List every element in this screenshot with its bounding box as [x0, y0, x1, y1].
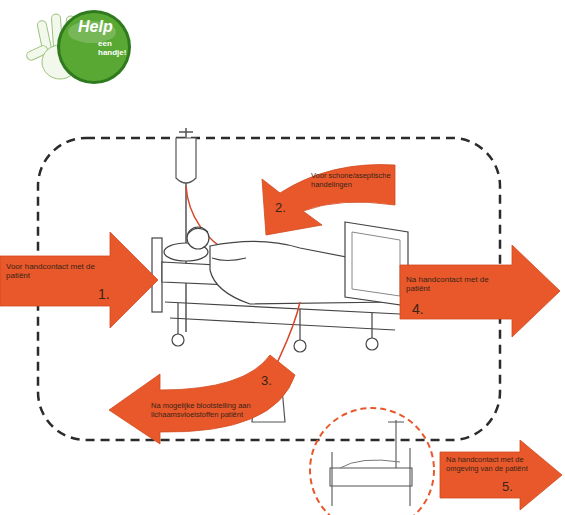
wheel — [172, 334, 184, 346]
logo-subtitle: een handje! — [98, 39, 132, 57]
node-outline — [105, 350, 295, 445]
arrow-shape — [440, 440, 562, 510]
moment-label: Na mogelijke blootstelling aan lichaamsv… — [151, 402, 277, 419]
environment-circle — [310, 408, 434, 515]
bed-legs — [178, 303, 372, 340]
node-outline — [440, 440, 562, 510]
small-bed — [330, 468, 412, 486]
moment-number: 5. — [502, 480, 524, 495]
patient-head — [187, 227, 209, 249]
moment-arrow: Na handcontact met de omgeving van de pa… — [440, 440, 562, 510]
bed-frame — [165, 302, 400, 330]
patient-arm — [212, 258, 246, 261]
moment-label: Na handcontact met de omgeving van de pa… — [446, 456, 542, 473]
arrow-shape — [400, 245, 560, 337]
footboard-panel — [352, 232, 400, 296]
moment-arrow: Na mogelijke blootstelling aan lichaamsv… — [105, 350, 295, 445]
footboard — [345, 222, 408, 306]
node-outline — [225, 155, 395, 250]
moment-label: Na handcontact met de patiënt — [406, 275, 514, 293]
moment-arrow: Na handcontact met de patiënt 4. — [400, 245, 560, 337]
logo-ring — [57, 10, 131, 84]
moment-arrow: Voor schone/aseptische handelingen 2. — [225, 155, 395, 250]
logo-badge: Help een handje! — [22, 6, 132, 88]
arrow-shape — [109, 355, 295, 444]
patient-hair — [188, 228, 208, 234]
moment-number: 3. — [261, 374, 283, 389]
iv-bag — [176, 138, 196, 183]
moment-number: 2. — [275, 201, 297, 216]
small-bed-sheet — [340, 460, 400, 468]
node-outline — [22, 6, 132, 88]
arrow-shape — [262, 165, 395, 235]
moment-arrow: Voor handcontact met de patiënt 1. — [0, 232, 158, 328]
moment-number: 4. — [412, 301, 436, 317]
iv-hook — [179, 131, 193, 133]
logo-disc — [60, 13, 128, 81]
logo-title: Help — [78, 18, 128, 36]
wheel — [294, 340, 306, 352]
moment-number: 1. — [98, 286, 122, 302]
moment-label: Voor schone/aseptische handelingen — [311, 172, 395, 189]
small-bed-frame — [332, 420, 410, 506]
wheel — [366, 338, 378, 350]
arrow-shape — [0, 232, 158, 328]
moment-label: Voor handcontact met de patiënt — [6, 262, 114, 280]
